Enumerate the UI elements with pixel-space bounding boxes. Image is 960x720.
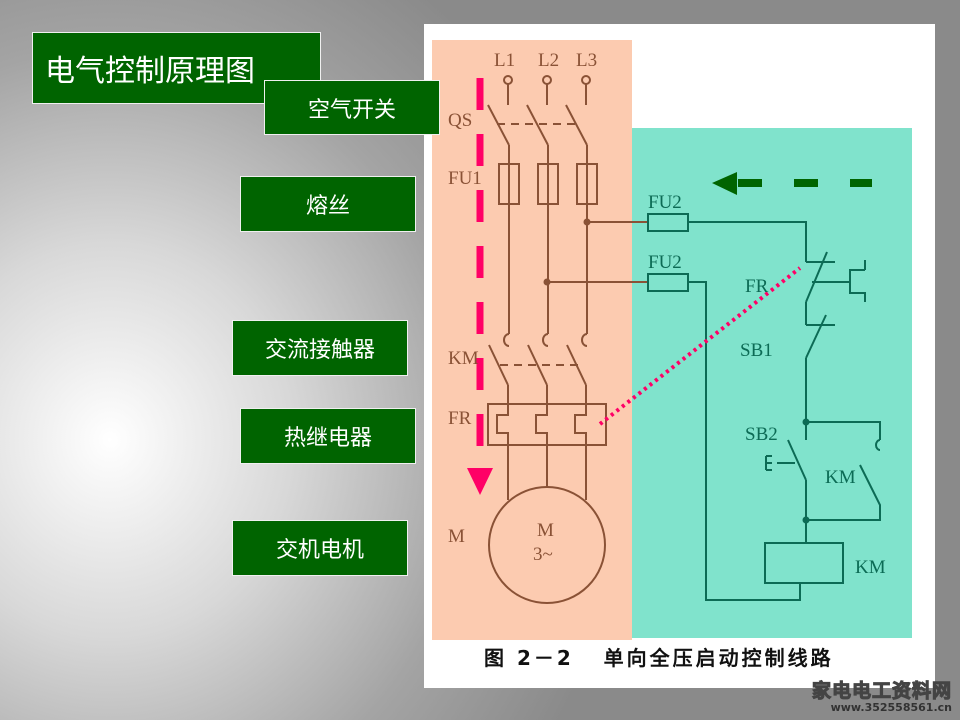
label-fu2-top: FU2 (648, 192, 682, 213)
label-fu2-bottom: FU2 (648, 252, 682, 273)
label-sb2: SB2 (745, 424, 778, 445)
label-fr: FR (448, 408, 472, 429)
label-l2: L2 (538, 50, 559, 71)
figure-caption: 图 2－2 单向全压启动控制线路 (484, 646, 834, 670)
label-motor: 交机电机 (232, 520, 408, 576)
label-km: KM (448, 348, 479, 369)
label-motor-text: 交机电机 (275, 538, 364, 563)
label-sb1: SB1 (740, 340, 773, 361)
watermark-url: www.352558561.cn (830, 701, 952, 714)
motor-label: M (537, 520, 554, 541)
label-qs: QS (448, 110, 472, 131)
label-l1: L1 (494, 50, 515, 71)
label-fu1: FU1 (448, 168, 482, 189)
label-m: M (448, 526, 465, 547)
label-l3: L3 (576, 50, 597, 71)
label-thermal-relay-text: 热继电器 (283, 426, 372, 451)
arrow-left-icon (712, 172, 737, 195)
label-fuse-text: 熔丝 (305, 194, 350, 219)
label-fuse: 熔丝 (240, 176, 416, 232)
power-circuit-region (432, 40, 632, 640)
fr-link-dotted-line (598, 266, 802, 426)
power-circuit (487, 75, 648, 604)
watermark-name: 家电电工资料网 (811, 680, 952, 703)
control-circuit (647, 213, 881, 601)
arrow-down-icon (467, 468, 493, 495)
label-km-coil: KM (855, 557, 886, 578)
label-contactor-text: 交流接触器 (264, 338, 375, 363)
label-air-switch: 空气开关 (264, 80, 440, 135)
label-thermal-relay: 热继电器 (240, 408, 416, 464)
label-contactor: 交流接触器 (232, 320, 408, 376)
label-km-aux: KM (825, 467, 856, 488)
label-air-switch-text: 空气开关 (307, 97, 396, 123)
motor-phase-label: 3~ (533, 544, 553, 565)
label-fr-control: FR (745, 276, 769, 297)
page-title: 电气控制原理图 (32, 32, 321, 104)
